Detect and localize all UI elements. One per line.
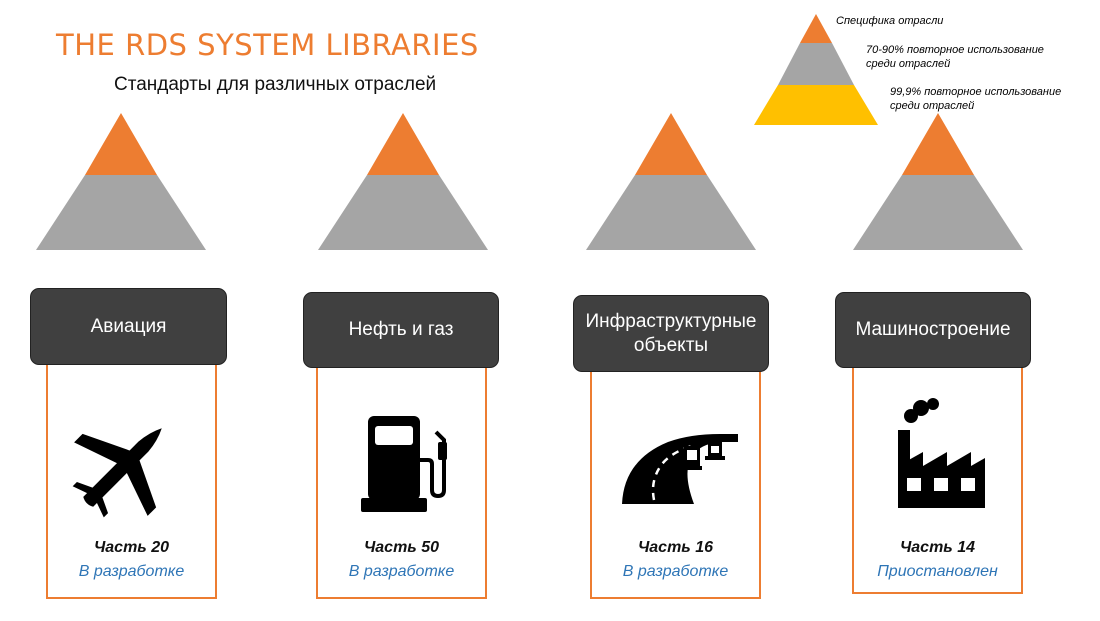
airplane-icon bbox=[72, 428, 162, 518]
pyramid-top bbox=[367, 113, 439, 175]
part-number: Часть 50 bbox=[363, 539, 440, 556]
status-text: В разработке bbox=[622, 563, 729, 580]
status-text: В разработке bbox=[78, 563, 185, 580]
industry-label-machinery: Машиностроение bbox=[835, 292, 1031, 368]
pyramid-top bbox=[902, 113, 974, 175]
legend-pyramid bbox=[754, 14, 878, 125]
industry-label-aviation: Авиация bbox=[30, 288, 227, 365]
part-number: Часть 14 bbox=[899, 539, 976, 556]
status-text: Приостановлен bbox=[877, 563, 998, 580]
industry-label-infrastructure: Инфраструктурные объекты bbox=[573, 295, 769, 372]
legend-level-middle bbox=[778, 43, 854, 85]
legend-label-99: 99,9% повторное использование среди отра… bbox=[890, 86, 1062, 112]
factory-icon bbox=[898, 398, 985, 508]
legend-label-industry: Специфика отрасли bbox=[836, 15, 944, 27]
page-title: THE RDS SYSTEM LIBRARIES bbox=[56, 28, 479, 62]
part-number: Часть 20 bbox=[93, 539, 170, 556]
industry-card-oil-gas bbox=[316, 362, 487, 599]
status-text: В разработке bbox=[348, 563, 455, 580]
industry-pyramid bbox=[586, 113, 756, 250]
pyramid-top bbox=[635, 113, 707, 175]
pyramid-top bbox=[85, 113, 157, 175]
pyramid-base bbox=[318, 175, 488, 250]
legend-label-70-90: 70-90% повторное использование среди отр… bbox=[866, 44, 1044, 70]
road-bridge-icon bbox=[622, 434, 738, 504]
industry-pyramid bbox=[853, 113, 1023, 250]
legend-level-bottom bbox=[754, 85, 878, 125]
industry-pyramid bbox=[36, 113, 206, 250]
page-subtitle: Стандарты для различных отраслей bbox=[114, 74, 437, 95]
legend-level-top bbox=[800, 14, 832, 43]
industry-label-oil-gas: Нефть и газ bbox=[303, 292, 499, 368]
industry-pyramid bbox=[318, 113, 488, 250]
pyramid-base bbox=[853, 175, 1023, 250]
fuel-pump-icon bbox=[361, 416, 447, 512]
part-number: Часть 16 bbox=[637, 539, 714, 556]
pyramid-base bbox=[36, 175, 206, 250]
pyramid-base bbox=[586, 175, 756, 250]
